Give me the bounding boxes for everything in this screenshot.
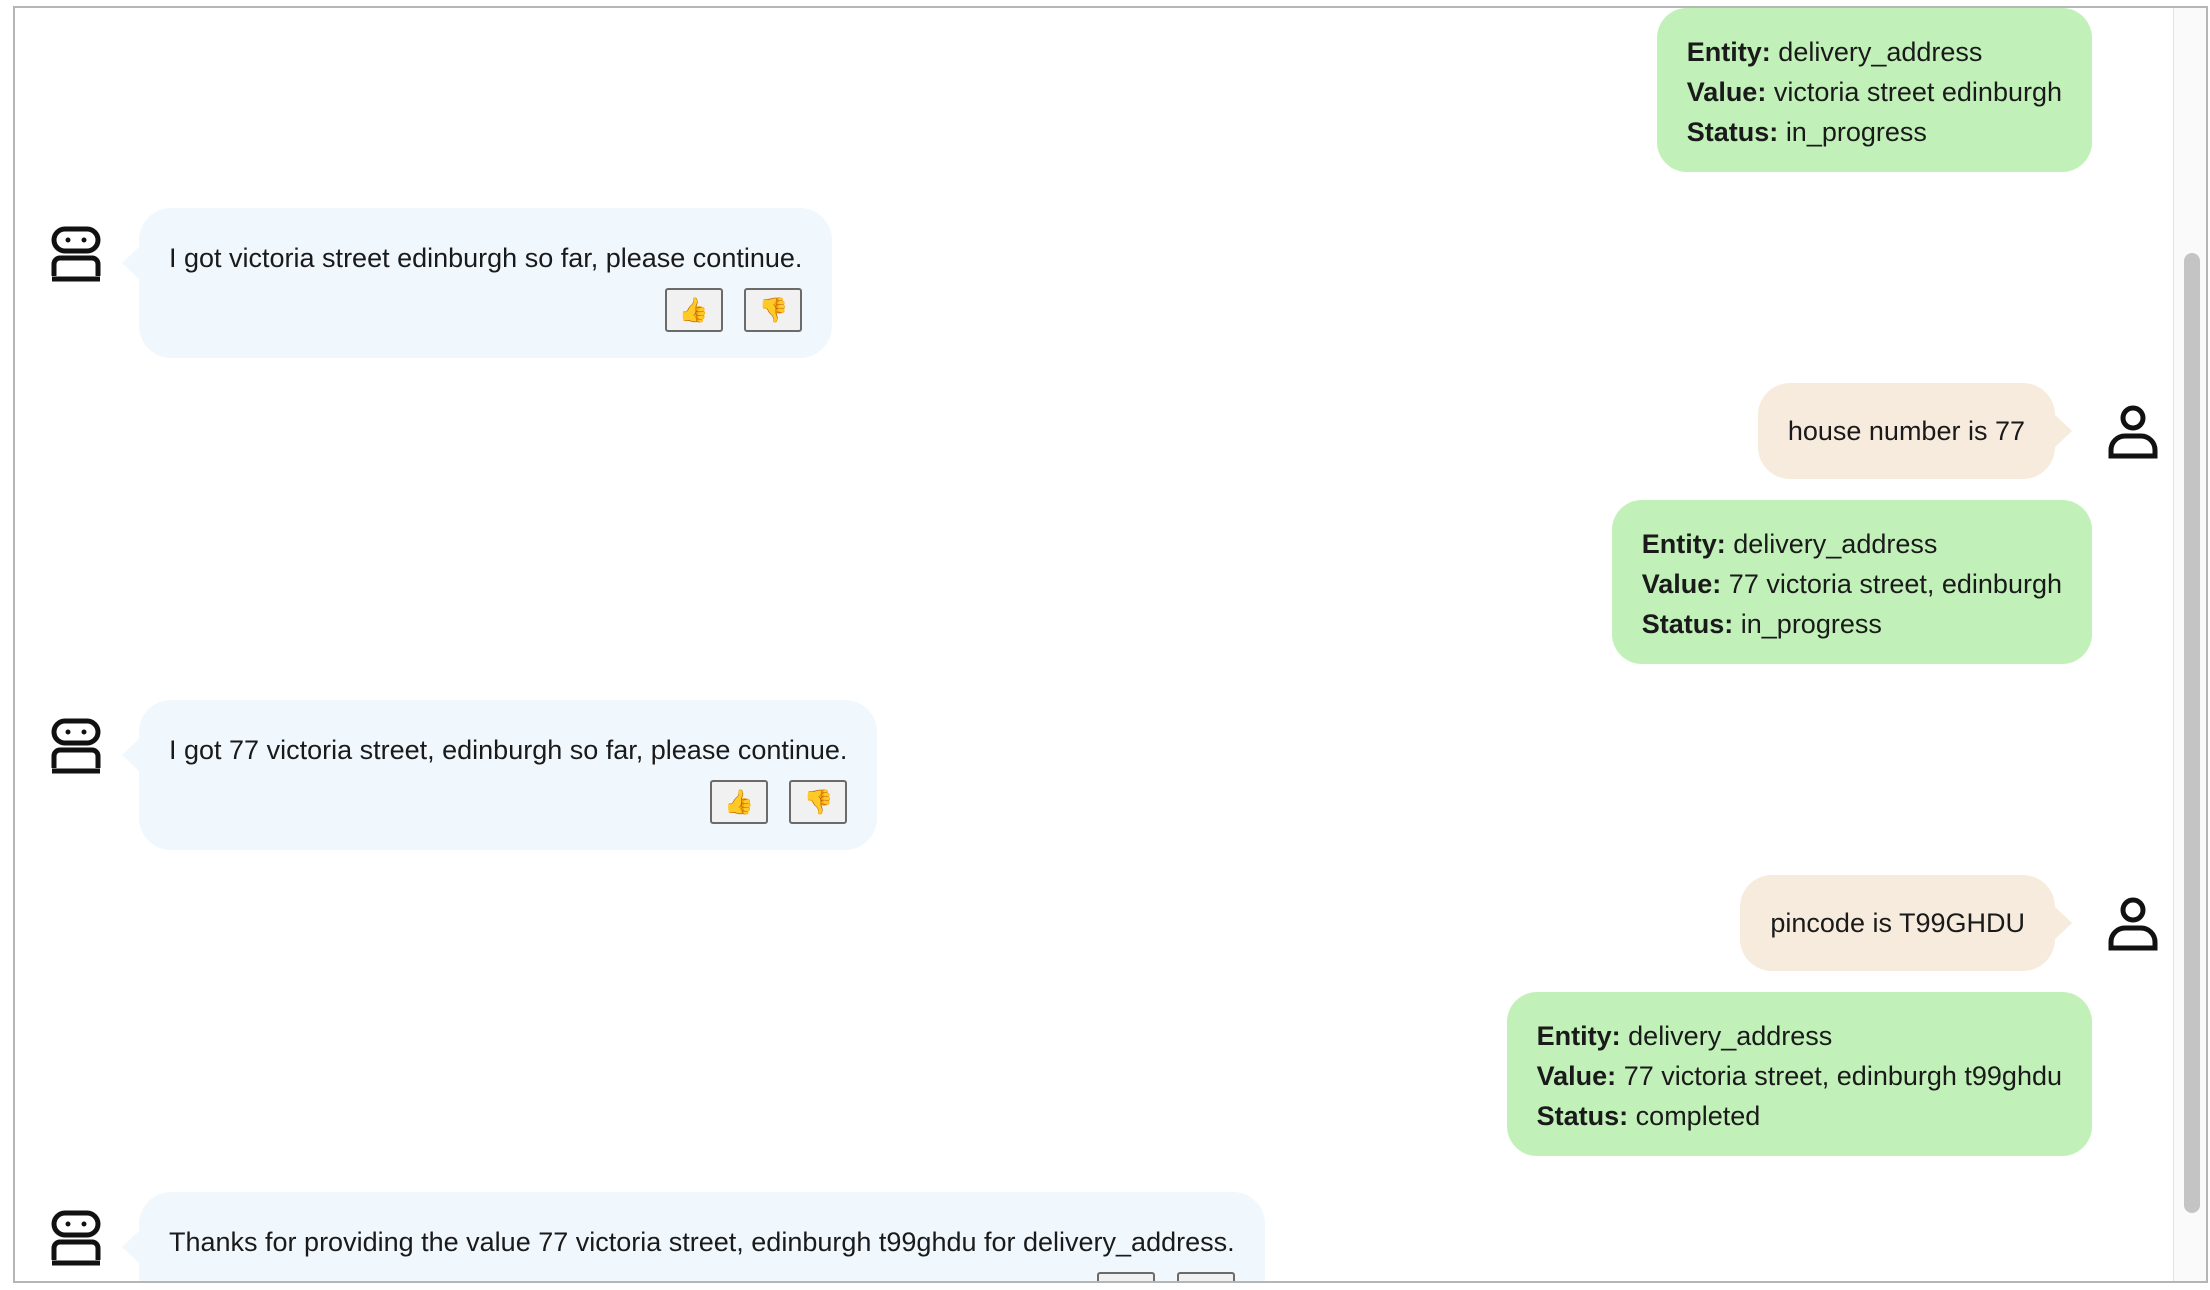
robot-icon (48, 718, 104, 774)
robot-icon (48, 226, 104, 282)
thumbs-down-button[interactable]: 👎 (789, 780, 848, 824)
thumbs-down-button[interactable]: 👎 (744, 288, 803, 332)
user-icon (2105, 896, 2161, 952)
chat-window: Entity: delivery_address Value: victoria… (13, 6, 2208, 1283)
feedback-buttons: 👍 👎 (169, 780, 848, 824)
feedback-buttons: 👍 👎 (169, 1272, 1235, 1281)
bot-message: I got 77 victoria street, edinburgh so f… (121, 700, 878, 850)
status-line: Status: in_progress (1686, 117, 1927, 147)
status-line: Status: completed (1536, 1101, 1761, 1131)
user-message-text: pincode is T99GHDU (1770, 908, 2025, 938)
bot-message-text: Thanks for providing the value 77 victor… (169, 1227, 1235, 1257)
user-icon (2105, 404, 2161, 460)
bot-message: Thanks for providing the value 77 victor… (122, 1192, 1265, 1281)
thumbs-up-button[interactable]: 👍 (1097, 1272, 1156, 1281)
thumbs-down-button[interactable]: 👎 (1176, 1272, 1235, 1281)
entity-line: Entity: delivery_address (1686, 37, 1983, 67)
bot-message-text: I got victoria street edinburgh so far, … (169, 243, 803, 273)
status-line: Status: in_progress (1641, 609, 1882, 639)
scrollbar-track[interactable] (2173, 8, 2206, 1281)
robot-icon (48, 1210, 104, 1266)
entity-line: Entity: delivery_address (1536, 1021, 1833, 1051)
value-line: Value: 77 victoria street, edinburgh t99… (1536, 1061, 2062, 1091)
user-message: pincode is T99GHDU (1740, 875, 2072, 971)
thumbs-up-button[interactable]: 👍 (664, 288, 723, 332)
bot-message-text: I got 77 victoria street, edinburgh so f… (169, 735, 848, 765)
value-line: Value: 77 victoria street, edinburgh (1641, 569, 2062, 599)
feedback-buttons: 👍 👎 (169, 288, 803, 332)
scrollbar-thumb[interactable] (2184, 253, 2200, 1213)
entity-line: Entity: delivery_address (1641, 529, 1938, 559)
thumbs-up-button[interactable]: 👍 (709, 780, 768, 824)
entity-card: Entity: delivery_address Value: 77 victo… (1506, 992, 2092, 1156)
user-message: house number is 77 (1757, 383, 2073, 479)
entity-card: Entity: delivery_address Value: victoria… (1656, 8, 2092, 172)
entity-card: Entity: delivery_address Value: 77 victo… (1611, 500, 2092, 664)
value-line: Value: victoria street edinburgh (1686, 77, 2062, 107)
user-message-text: house number is 77 (1787, 416, 2025, 446)
bot-message: I got victoria street edinburgh so far, … (121, 208, 833, 358)
